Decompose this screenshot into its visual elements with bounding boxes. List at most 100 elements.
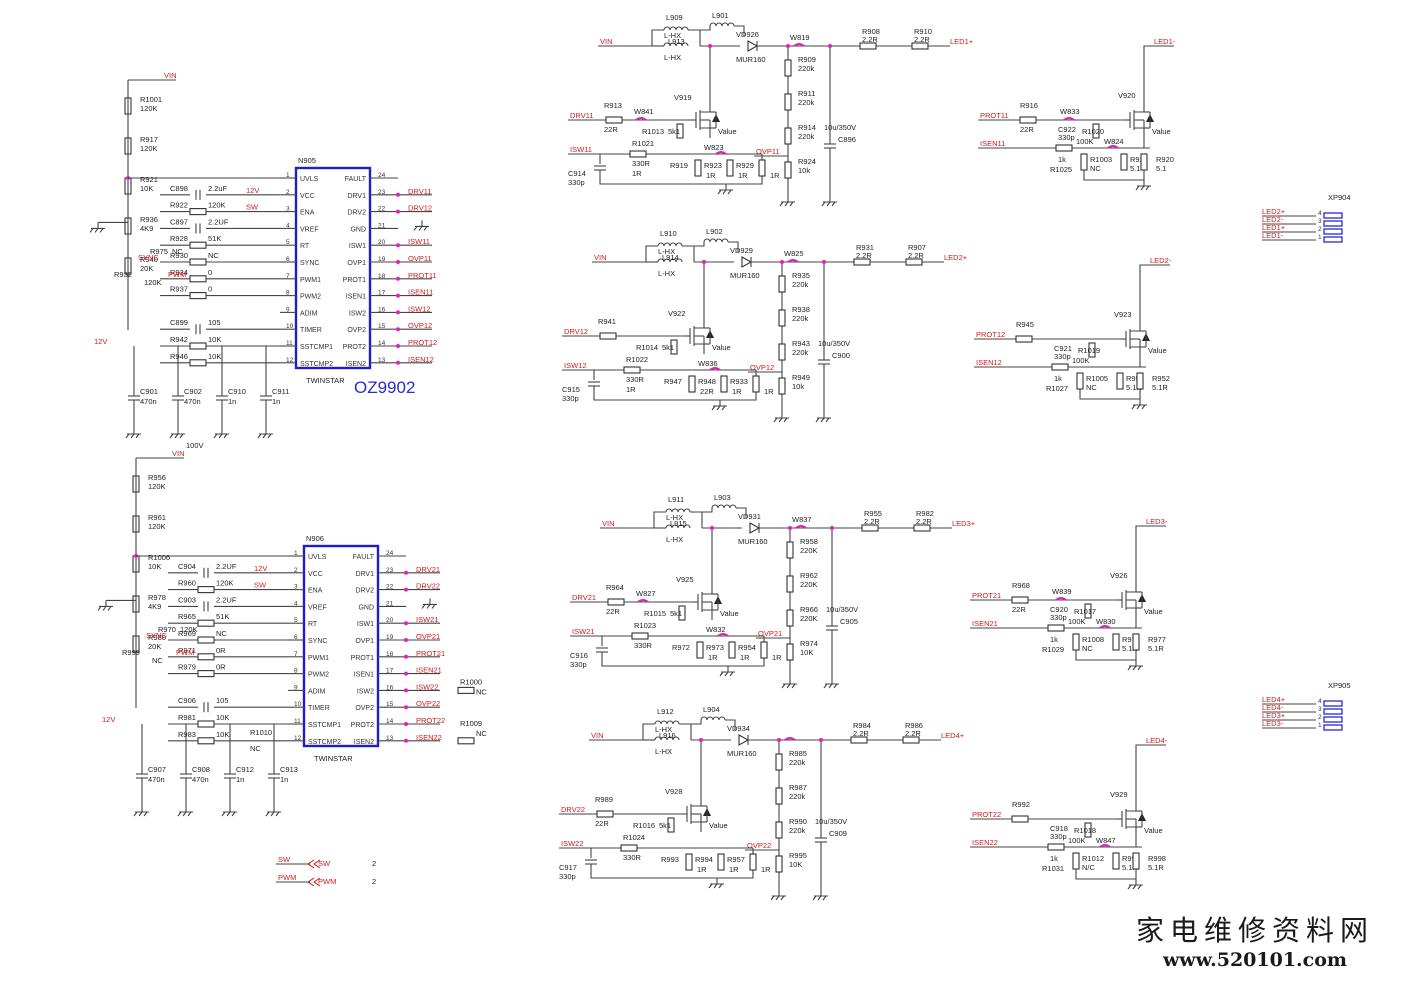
diode-value: MUR160 (736, 55, 766, 64)
part-value: 1R (770, 171, 780, 180)
ground-icon (812, 890, 828, 901)
junction-dot (699, 738, 703, 742)
inductor-coil (709, 22, 735, 27)
capacitor-value: 10u/350V (826, 605, 858, 614)
inductor-coil (665, 524, 691, 529)
part-ref: C897 (170, 217, 188, 226)
part-value: NC (1082, 644, 1093, 653)
inductor-coil (657, 258, 683, 263)
net-label: ISW11 (408, 237, 430, 246)
pin-name-left: VREF (300, 226, 319, 233)
part-ref: R1025 (1050, 165, 1072, 174)
part-ref: C910 (228, 387, 246, 396)
pin-number: 19 (386, 634, 394, 641)
part-value: 100K (1072, 356, 1090, 365)
part-ref: R956 (148, 473, 166, 482)
resistor-symbol (717, 853, 725, 871)
part-value: 1k (1050, 854, 1058, 863)
diode-ref: VD934 (727, 724, 750, 733)
part-value: 51K (208, 234, 221, 243)
resistor-symbol (784, 127, 792, 145)
pin-name-right: DRV1 (347, 193, 366, 200)
part-ref: C911 (272, 387, 289, 396)
ground-icon (717, 184, 733, 195)
pin-name-right: ISEN2 (354, 739, 374, 746)
net-label: ISEN21 (416, 666, 442, 675)
ground-icon (821, 196, 837, 207)
jumper-symbol (1099, 625, 1111, 629)
part-value: 220k (792, 348, 809, 357)
pin-number: 7 (294, 651, 298, 658)
jumper-symbol (1063, 117, 1075, 121)
resistor-symbol (1055, 144, 1073, 152)
junction-dot (396, 327, 400, 332)
wire (1143, 45, 1174, 102)
net-label-drv: DRV22 (561, 805, 585, 814)
part-ref: R954 (738, 643, 756, 652)
net-label-prot: PROT21 (972, 591, 1001, 600)
inductor-ref: L913 (668, 37, 685, 46)
part-value: 220k (798, 98, 815, 107)
part-value: 1R (761, 865, 771, 874)
resistor-symbol (1080, 153, 1088, 171)
inductor-ref: L904 (703, 705, 720, 714)
pin-number: 1 (1318, 234, 1322, 241)
part-value: NC (208, 251, 219, 260)
part-value: 2.2UF (216, 595, 237, 604)
ground-icon (421, 598, 437, 609)
part-value: 1R (738, 171, 748, 180)
pin-number: 12 (286, 357, 294, 364)
pin-number: 2 (286, 189, 290, 196)
pin-number: 1 (1318, 722, 1322, 729)
part-value: 2.2R (916, 517, 932, 526)
part-ref: R1010 (250, 728, 272, 737)
part-ref: R1018 (1074, 826, 1096, 835)
inductor-ref: L903 (714, 493, 731, 502)
pin-number: 22 (378, 206, 386, 213)
jumper-ref: W830 (1096, 617, 1116, 626)
mosfet-ref: V920 (1118, 91, 1136, 100)
wire (734, 25, 745, 36)
part-value: 1R (697, 865, 707, 874)
pin-number: 16 (386, 684, 394, 691)
junction-dot (396, 243, 400, 248)
resistor-symbol (694, 159, 702, 177)
mosfet-value: Value (709, 821, 728, 830)
part-ref: C898 (170, 184, 188, 193)
ground-icon (265, 806, 281, 817)
pin-number: 11 (294, 718, 301, 725)
part-value: 100K (1068, 836, 1086, 845)
part-value: 120K (144, 278, 162, 287)
junction-dot (710, 526, 714, 530)
mosfet-source (1130, 346, 1141, 357)
part-value: 2.2R (853, 729, 869, 738)
part-ref: R934 (170, 268, 188, 277)
mosfet-ref: V929 (1110, 790, 1128, 799)
resistor-symbol (1047, 624, 1065, 632)
part-ref: R966 (800, 605, 818, 614)
ground-icon (257, 428, 273, 439)
part-value: 10K (216, 730, 229, 739)
part-ref: R952 (1152, 374, 1170, 383)
mosfet-value: Value (718, 127, 737, 136)
pin-number: 10 (294, 701, 302, 708)
part-ref: R998 (1148, 854, 1166, 863)
wire (1075, 869, 1137, 880)
net-label-led-neg: LED2- (1150, 256, 1172, 265)
part-ref: R933 (730, 377, 748, 386)
part-value: 220k (792, 280, 809, 289)
resistor-symbol (1140, 153, 1148, 171)
resistor-symbol (197, 653, 215, 661)
capacitor-value: 330p (1058, 133, 1075, 142)
resistor-symbol (189, 359, 207, 367)
jumper-symbol (784, 737, 796, 741)
pin-name-left: ADIM (300, 310, 318, 317)
junction-dot (404, 722, 408, 726)
jumper-ref: W847 (1096, 836, 1116, 845)
part-ref: R916 (1020, 101, 1038, 110)
current-sink-2: LED2-V923ValuePROT12R945C921330pR1019100… (974, 256, 1172, 410)
jumper-ref: W837 (792, 515, 812, 524)
ground-icon (125, 428, 141, 439)
part-ref: C902 (184, 387, 202, 396)
part-ref: C901 (140, 387, 158, 396)
